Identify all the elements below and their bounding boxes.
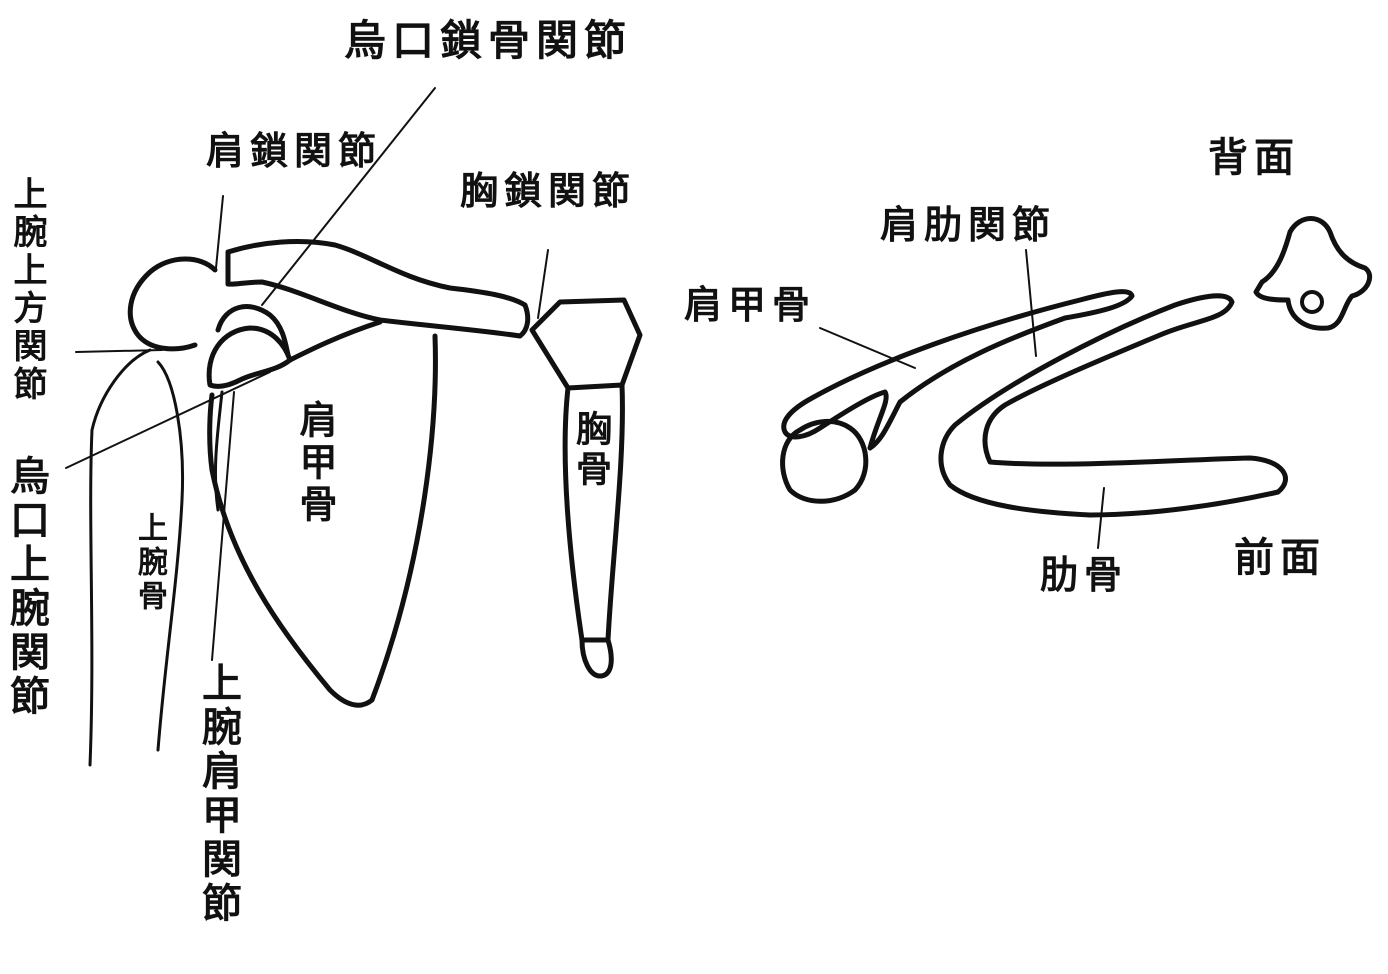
leader-scapulothoracic	[1026, 250, 1036, 356]
label-sternoclavicular-joint: 胸鎖関節	[460, 172, 636, 210]
label-acromioclavicular-joint: 肩鎖関節	[206, 132, 382, 170]
coracoid	[209, 328, 290, 386]
label-back: 背面	[1208, 138, 1300, 178]
label-humerus: 上腕骨	[134, 512, 164, 614]
label-glenohumeral-joint: 上腕肩甲関節	[198, 662, 238, 926]
label-front: 前面	[1234, 538, 1326, 578]
label-superior-humeral-joint: 上腕上方関節	[10, 176, 44, 404]
label-sternum: 胸骨	[572, 410, 608, 490]
leader-glenohumeral	[212, 392, 234, 660]
leader-sternoclavicular	[538, 250, 548, 318]
label-coracoclavicular-joint: 烏口鎖骨関節	[344, 20, 632, 62]
vertebral-foramen	[1302, 292, 1322, 312]
humerus-head	[130, 259, 215, 349]
label-scapulothoracic-joint: 肩肋関節	[880, 206, 1056, 244]
leader-acromioclavicular	[216, 196, 223, 268]
label-rib: 肋骨	[1040, 556, 1128, 594]
leader-rib	[1098, 488, 1104, 548]
rib	[941, 296, 1286, 515]
humerus-head-transverse	[783, 421, 866, 501]
leader-coracohumeral	[66, 372, 270, 468]
label-coracohumeral-joint: 烏口上腕関節	[6, 455, 46, 719]
leader-coracoclavicular	[262, 88, 435, 305]
label-scapula: 肩甲骨	[296, 400, 334, 526]
label-scapula-transverse: 肩甲骨	[684, 286, 816, 324]
leader-scapula-right	[820, 328, 915, 368]
acromion	[218, 307, 288, 355]
